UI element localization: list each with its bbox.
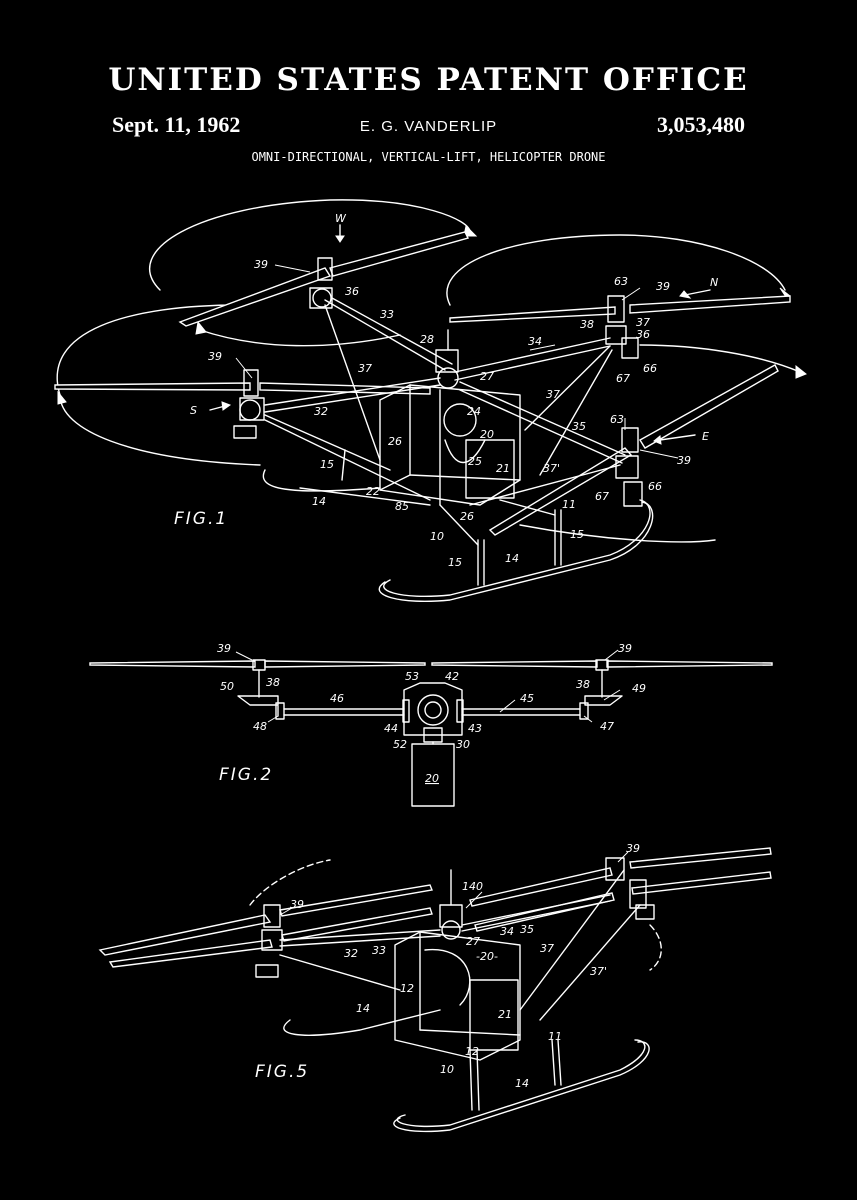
label-35: 35 <box>520 923 534 936</box>
label-85: 85 <box>395 500 409 513</box>
figure-1-drawing: W N S E 39 36 33 63 39 38 37 36 28 34 39… <box>54 199 807 603</box>
figure-2-label: FIG.2 <box>219 765 273 785</box>
patent-office-title: UNITED STATES PATENT OFFICE <box>108 62 749 98</box>
patent-subtitle: OMNI-DIRECTIONAL, VERTICAL-LIFT, HELICOP… <box>251 150 606 164</box>
label-33: 33 <box>380 308 394 321</box>
label-34: 34 <box>528 335 542 348</box>
label-37: 37 <box>358 362 372 375</box>
label-39: 39 <box>626 842 640 855</box>
label-52: 52 <box>393 738 407 751</box>
label-37-prime: 37' <box>543 462 560 475</box>
label-14: 14 <box>356 1002 370 1015</box>
label-38: 38 <box>576 678 590 691</box>
label-39: 39 <box>208 350 222 363</box>
label-33: 33 <box>372 944 386 957</box>
label-35: 35 <box>572 420 586 433</box>
label-63: 63 <box>614 275 628 288</box>
label-10: 10 <box>430 530 444 543</box>
label-n: N <box>710 276 718 289</box>
label-11: 11 <box>548 1030 562 1043</box>
patent-number: 3,053,480 <box>657 112 745 137</box>
label-s: S <box>190 404 197 417</box>
label-28: 28 <box>420 333 434 346</box>
label-15: 15 <box>448 556 462 569</box>
label-47: 47 <box>600 720 614 733</box>
label-66: 66 <box>643 362 657 375</box>
label-14: 14 <box>312 495 326 508</box>
label-12: 12 <box>400 982 414 995</box>
label-11: 11 <box>562 498 576 511</box>
label-39: 39 <box>217 642 231 655</box>
label-140: 140 <box>462 880 483 893</box>
inventor-name: E. G. VANDERLIP <box>359 118 498 135</box>
label-15: 15 <box>570 528 584 541</box>
label-36: 36 <box>345 285 359 298</box>
label-25: 25 <box>468 455 482 468</box>
label-14: 14 <box>505 552 519 565</box>
figure-5-drawing: 39 140 39 34 27 35 37 -20- 32 33 37' 12 … <box>98 842 772 1133</box>
label-27: 27 <box>466 935 480 948</box>
label-39: 39 <box>677 454 691 467</box>
label-37: 37 <box>636 316 650 329</box>
label-21: 21 <box>498 1008 512 1021</box>
patent-date: Sept. 11, 1962 <box>112 112 241 137</box>
label-42: 42 <box>445 670 459 683</box>
label-37-prime: 37' <box>590 965 607 978</box>
label-44: 44 <box>384 722 398 735</box>
label-63: 63 <box>610 413 624 426</box>
label-66: 66 <box>648 480 662 493</box>
label-39: 39 <box>656 280 670 293</box>
label-38: 38 <box>580 318 594 331</box>
label-36: 36 <box>636 328 650 341</box>
label-24: 24 <box>467 405 481 418</box>
label-20: 20 <box>425 772 439 785</box>
label-67: 67 <box>616 372 630 385</box>
label-14: 14 <box>515 1077 529 1090</box>
label-32: 32 <box>344 947 358 960</box>
label-43: 43 <box>468 722 482 735</box>
label-48: 48 <box>253 720 267 733</box>
label-22: 22 <box>366 485 380 498</box>
label-e: E <box>702 430 709 443</box>
label-39: 39 <box>254 258 268 271</box>
label-30: 30 <box>456 738 470 751</box>
label-20: -20- <box>476 950 498 963</box>
label-38: 38 <box>266 676 280 689</box>
label-21: 21 <box>496 462 510 475</box>
label-27: 27 <box>480 370 494 383</box>
label-34: 34 <box>500 925 514 938</box>
label-32: 32 <box>314 405 328 418</box>
label-12: 12 <box>465 1045 479 1058</box>
figure-2-drawing: 39 39 50 38 53 42 38 49 46 45 48 44 43 4… <box>89 642 773 807</box>
label-37: 37 <box>546 388 560 401</box>
label-49: 49 <box>632 682 646 695</box>
label-46: 46 <box>330 692 344 705</box>
label-15: 15 <box>320 458 334 471</box>
label-w: W <box>335 212 347 225</box>
label-39: 39 <box>290 898 304 911</box>
figure-1-label: FIG.1 <box>174 509 228 529</box>
label-45: 45 <box>520 692 534 705</box>
label-26: 26 <box>388 435 402 448</box>
label-37: 37 <box>540 942 554 955</box>
label-39: 39 <box>618 642 632 655</box>
label-26: 26 <box>460 510 474 523</box>
label-50: 50 <box>220 680 234 693</box>
label-10: 10 <box>440 1063 454 1076</box>
label-53: 53 <box>405 670 419 683</box>
label-67: 67 <box>595 490 609 503</box>
figure-5-label: FIG.5 <box>255 1062 309 1082</box>
label-20: 20 <box>480 428 494 441</box>
